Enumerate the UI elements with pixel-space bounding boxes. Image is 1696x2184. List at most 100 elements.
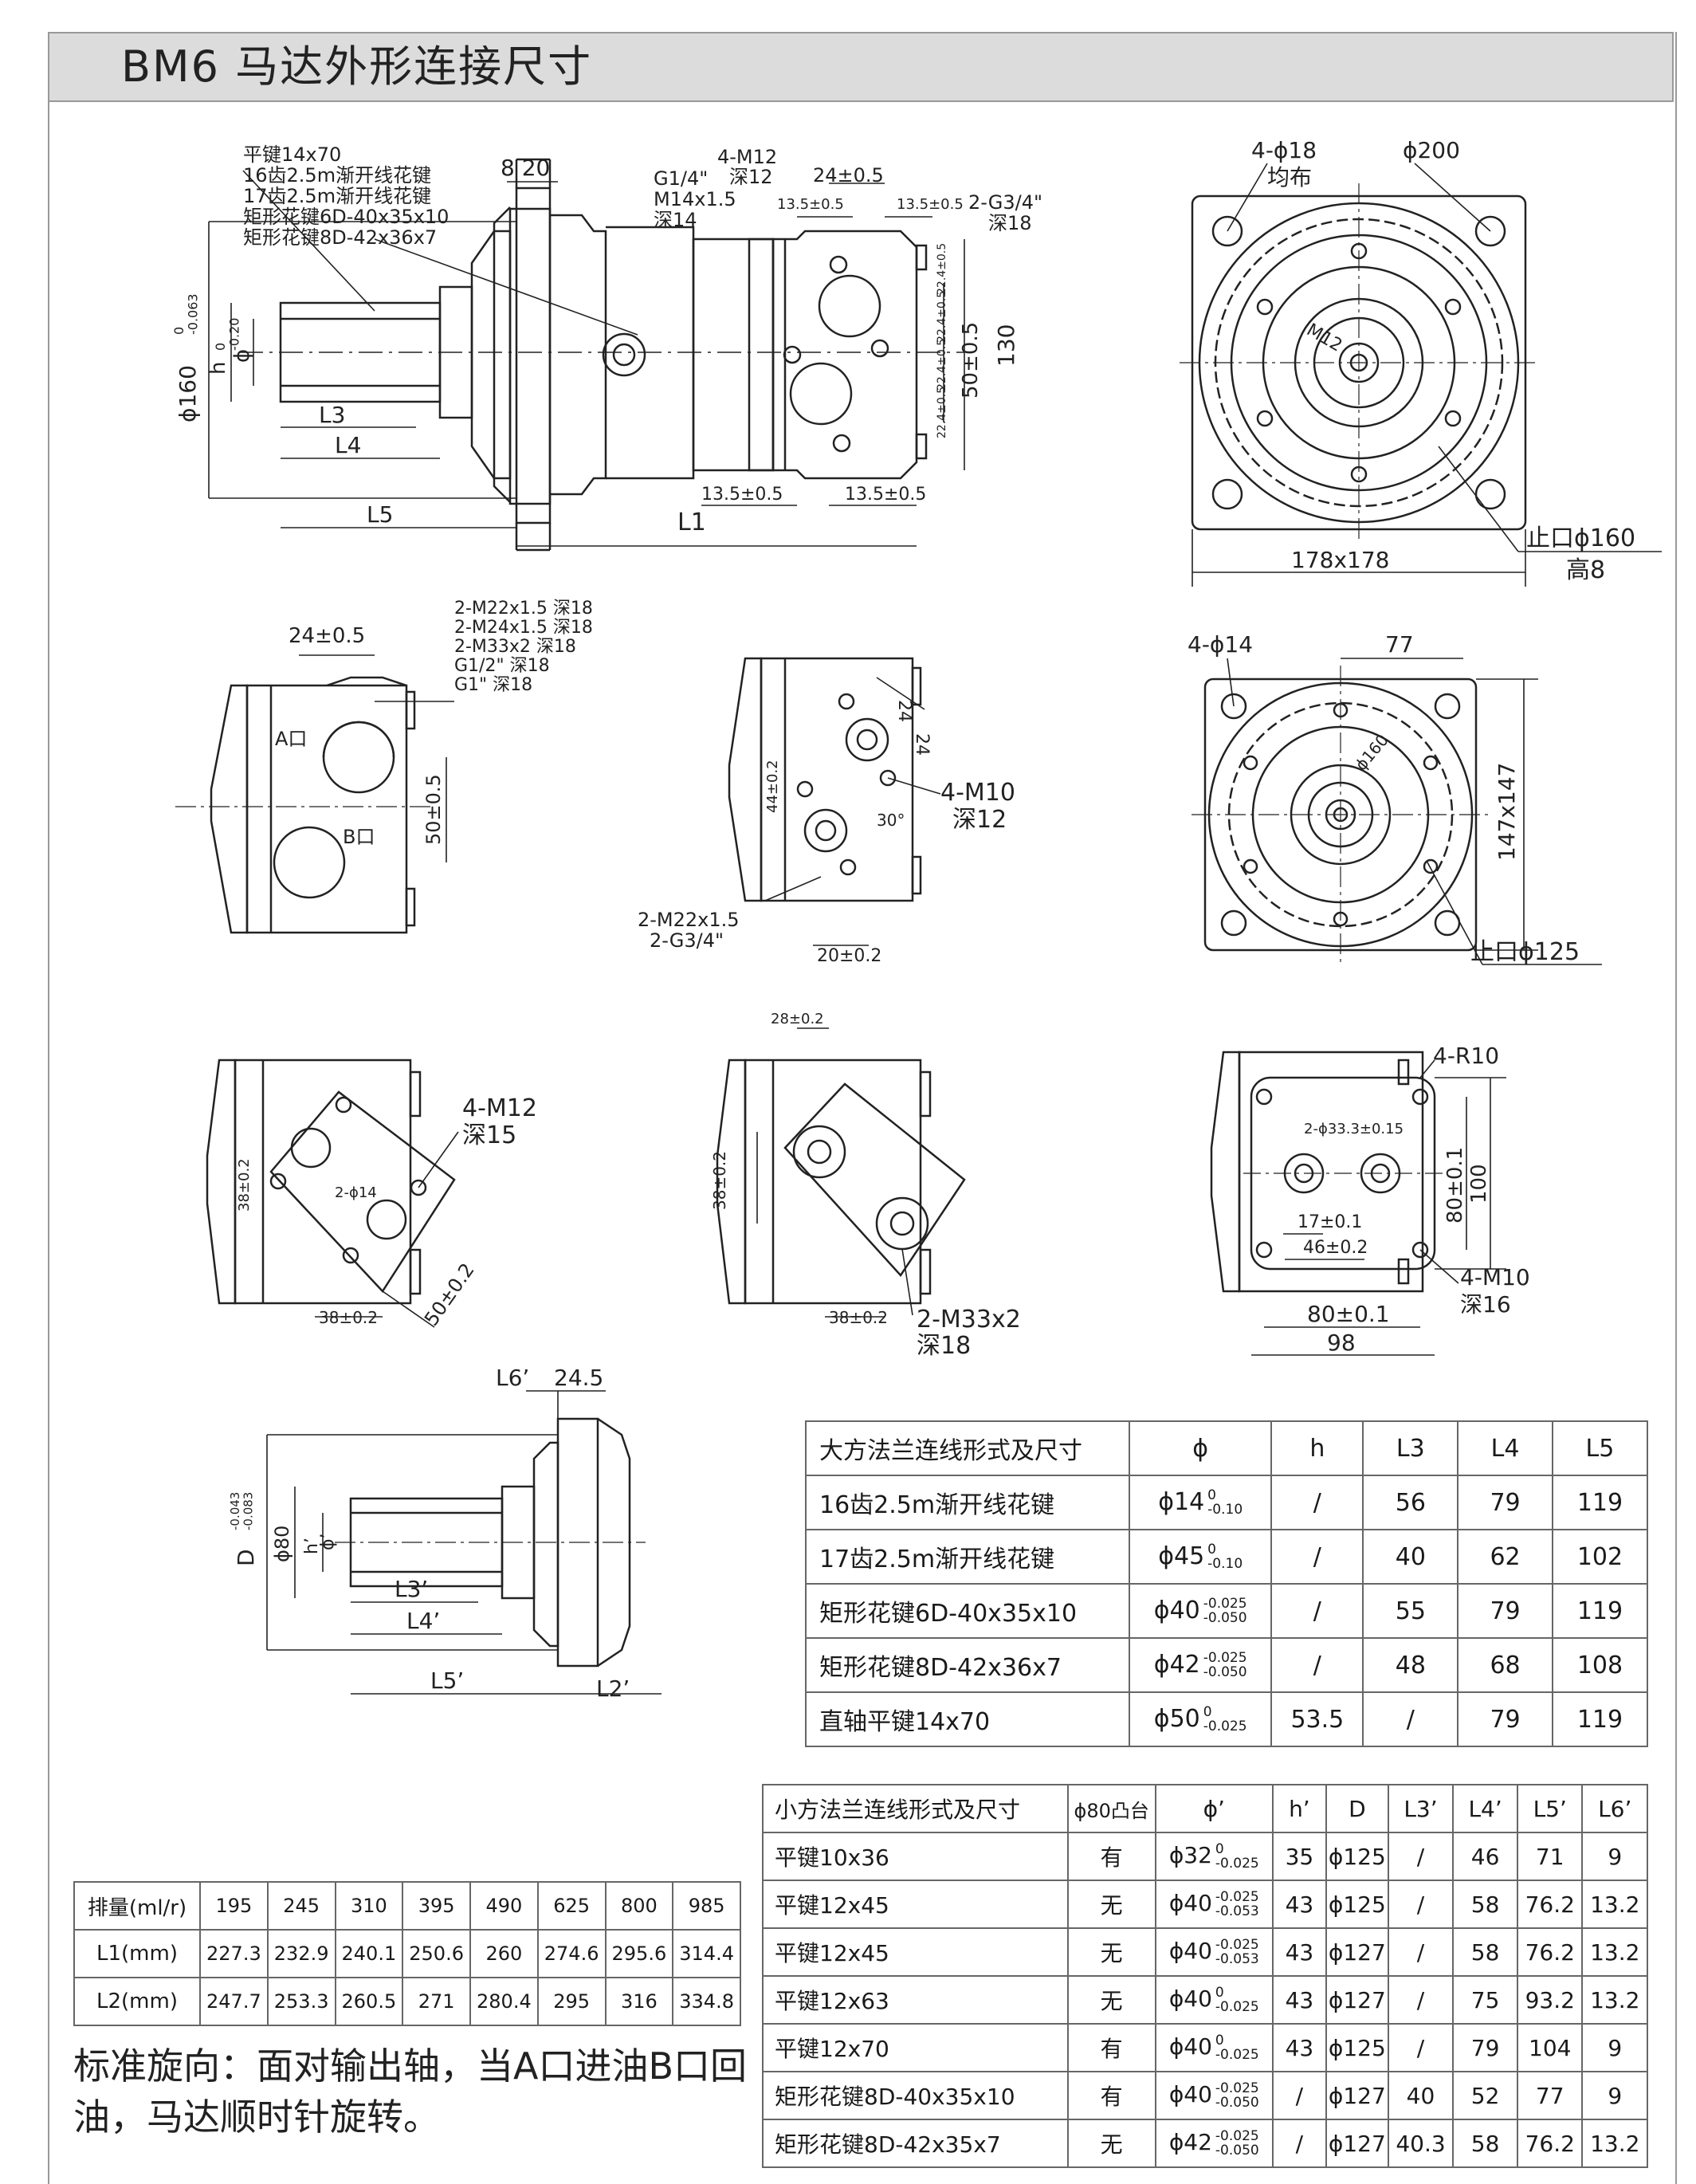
table-row: 矩形花键8D-42x35x7 无 ϕ42-0.025-0.050 / ϕ127 … — [762, 2119, 1648, 2168]
l3-label: L3 — [319, 402, 345, 428]
small-l3: L3’ — [395, 1576, 428, 1602]
table-row: 平键12x45 无 ϕ40-0.025-0.053 43 ϕ125 / 58 7… — [762, 1880, 1648, 1929]
flange2-d160: ϕ160 — [1351, 730, 1392, 774]
mid-d24b: 24 — [912, 733, 932, 756]
table-cell: 250.6 — [402, 1929, 471, 1978]
ports-callout-3: 2-M33x2 深18 — [454, 637, 576, 657]
phi160-label: ϕ160 — [175, 365, 201, 422]
page-frame — [48, 32, 1677, 2184]
view-a-m12-2: 深15 — [462, 1121, 516, 1149]
table-cell: / — [1387, 1880, 1455, 1929]
angled-port-view-b — [716, 1027, 966, 1318]
table-cell: 9 — [1581, 2071, 1648, 2120]
port-pattern-view — [728, 657, 941, 946]
table-cell: 79 — [1457, 1583, 1553, 1639]
header-cell: D — [1325, 1784, 1389, 1833]
displacement-table: 排量(ml/r) 195 245 310 395 490 625 800 985… — [73, 1881, 741, 2026]
table-cell: 490 — [469, 1881, 539, 1931]
dim-130: 130 — [993, 324, 1019, 367]
table-cell: 平键12x45 — [762, 1927, 1069, 1977]
table-cell: 104 — [1517, 2023, 1584, 2072]
table-cell: 76.2 — [1517, 2119, 1584, 2168]
view-c-d80b: 80±0.1 — [1307, 1301, 1390, 1327]
table-cell: 310 — [334, 1881, 404, 1931]
mid-d24a: 24 — [894, 700, 914, 722]
table-cell: 271 — [402, 1977, 471, 2026]
table-cell: L1(mm) — [73, 1929, 201, 1978]
small-l5: L5’ — [430, 1667, 464, 1694]
table-cell: 16齿2.5m渐开线花键 — [804, 1475, 1131, 1530]
table-cell: / — [1271, 2119, 1327, 2168]
port-g14-line-1: G1/4" — [654, 167, 708, 190]
tol-2: 22.4±0.5 — [936, 291, 948, 343]
table-cell: 无 — [1066, 1975, 1156, 2025]
mid-d20: 20±0.2 — [817, 946, 881, 966]
table-cell: 625 — [536, 1881, 607, 1931]
table-cell: 58 — [1452, 1880, 1519, 1929]
table-cell: 无 — [1066, 1880, 1156, 1929]
mid-bottom-1: 2-M22x1.5 — [638, 909, 740, 931]
table-cell: 232.9 — [266, 1929, 336, 1978]
small-l6: L6’ — [496, 1365, 529, 1391]
table-cell: 295 — [536, 1977, 607, 2026]
table-cell: 平键12x63 — [762, 1975, 1069, 2025]
table-cell: 93.2 — [1517, 1975, 1584, 2025]
small-l4: L4’ — [406, 1608, 440, 1634]
table-cell: 253.3 — [266, 1977, 336, 2026]
view-c-d98: 98 — [1327, 1330, 1356, 1356]
mid-m10-1: 4-M10 — [940, 779, 1015, 807]
h-label: h — [206, 362, 230, 375]
table-cell: 无 — [1066, 2119, 1156, 2168]
port-g14-line-3: 深14 — [654, 209, 697, 231]
table-cell: 13.2 — [1581, 1927, 1648, 1977]
flange1-even: 均布 — [1267, 164, 1312, 191]
table-cell: 43 — [1271, 1975, 1327, 2025]
table-cell: 55 — [1362, 1583, 1459, 1639]
table-cell: ϕ125 — [1325, 1832, 1389, 1881]
table-cell: 280.4 — [469, 1977, 539, 2026]
table-cell: 48 — [1362, 1637, 1459, 1693]
large-flange-table: 大方法兰连线形式及尺寸 ϕ h L3 L4 L5 16齿2.5m渐开线花键 ϕ1… — [804, 1420, 1649, 1747]
ports-dim50: 50±0.5 — [422, 774, 445, 845]
view-b-m33-2: 深18 — [917, 1332, 971, 1360]
large-flange-end-view — [1180, 163, 1662, 587]
table-cell: 68 — [1457, 1637, 1553, 1693]
table-cell: 9 — [1581, 1832, 1648, 1881]
table-cell: 76.2 — [1517, 1880, 1584, 1929]
table-cell: / — [1270, 1529, 1364, 1585]
tol-4: 22.4±0.5 — [936, 387, 948, 438]
view-c-d17: 17±0.1 — [1298, 1212, 1362, 1232]
header-cell: h — [1270, 1420, 1364, 1476]
small-l2: L2’ — [596, 1675, 630, 1702]
table-cell: 无 — [1066, 1927, 1156, 1977]
table-cell: 227.3 — [199, 1929, 269, 1978]
header-cell: L6’ — [1581, 1784, 1648, 1833]
ports-callout-4: G1/2" 深18 — [454, 656, 550, 676]
dim-8-20: 8 20 — [501, 155, 550, 181]
h-tolerance: 0-0.20 — [213, 318, 242, 351]
view-a-d50: 50±0.2 — [420, 1259, 479, 1330]
view-a-m12-1: 4-M12 — [462, 1094, 537, 1122]
table-cell: ϕ127 — [1325, 1975, 1389, 2025]
phi160-tolerance: 0-0.063 — [171, 293, 201, 335]
table-cell: 119 — [1551, 1475, 1649, 1530]
table-cell: 平键12x45 — [762, 1880, 1069, 1929]
small-flange-end-view — [1192, 658, 1602, 965]
small-phi: ϕ’ — [318, 1533, 338, 1550]
table-cell: 有 — [1066, 2023, 1156, 2072]
port-g14-line-2: M14x1.5 — [654, 188, 736, 210]
table-cell: ϕ125 — [1325, 2023, 1389, 2072]
table-row: L1(mm) 227.3 232.9 240.1 250.6 260 274.6… — [73, 1929, 741, 1978]
table-cell: 58 — [1452, 1927, 1519, 1977]
shaft-callout-4: 矩形花键6D-40x35x10 — [243, 206, 449, 228]
table-cell: 62 — [1457, 1529, 1553, 1585]
table-cell: ϕ42-0.025-0.050 — [1154, 2119, 1274, 2168]
header-cell: h’ — [1271, 1784, 1327, 1833]
table-cell: 有 — [1066, 1832, 1156, 1881]
view-c-phi33: 2-ϕ33.3±0.15 — [1304, 1121, 1404, 1137]
dim-13-5-b: 13.5±0.5 — [897, 196, 964, 213]
